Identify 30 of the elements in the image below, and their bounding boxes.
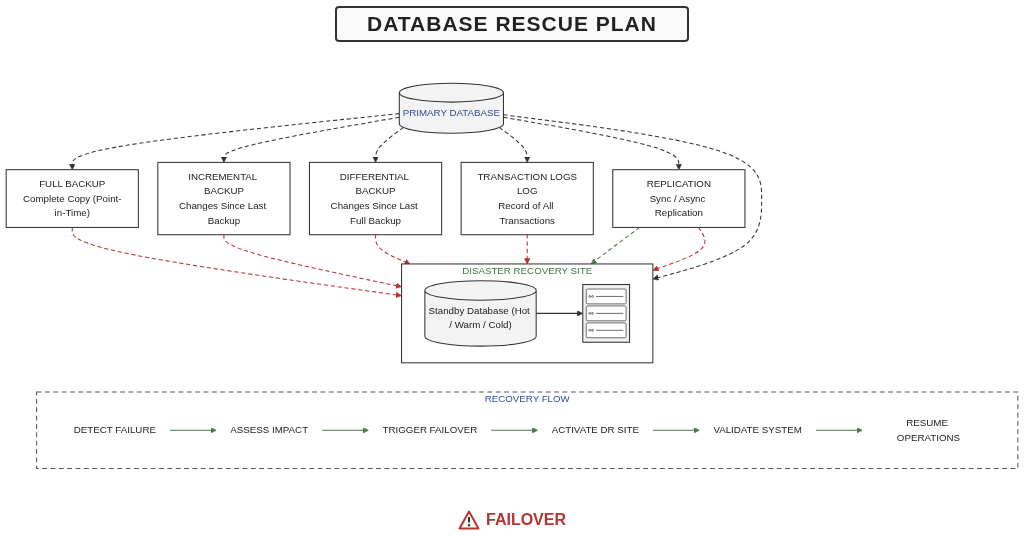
node-box: DIFFERENTIAL BACKUP Changes Since Last Full Backup xyxy=(308,162,443,236)
node-text: DETECT FAILURE xyxy=(73,424,156,436)
arrow xyxy=(375,234,411,265)
arrow xyxy=(220,116,400,163)
arrow xyxy=(490,427,539,434)
arrow xyxy=(71,227,402,299)
arrow xyxy=(652,227,706,272)
failover-label: FAILOVER xyxy=(486,511,566,529)
arrow xyxy=(502,114,763,281)
arrow xyxy=(502,116,682,171)
node-text: ACTIVATE DR SITE xyxy=(551,424,639,436)
arrow xyxy=(652,427,700,434)
arrow xyxy=(69,113,400,171)
node-box: INCREMENTAL BACKUP Changes Since Last Backup xyxy=(157,162,291,236)
node-text: RESUME OPERATIONS xyxy=(896,417,960,443)
arrow xyxy=(169,427,217,434)
arrow xyxy=(815,427,863,434)
node-box: FULL BACKUP Complete Copy (Point-in-Time) xyxy=(5,169,139,229)
arrow xyxy=(498,127,531,163)
node-box: REPLICATION Sync / Async Replication xyxy=(612,169,746,229)
arrow xyxy=(321,427,369,434)
title-banner: DATABASE RESCUE PLAN xyxy=(335,6,689,42)
node-box: TRANSACTION LOGS LOG Record of All Transactions xyxy=(460,162,594,236)
node-text: TRIGGER FAILOVER xyxy=(382,424,478,436)
node-text: VALIDATE SYSTEM xyxy=(713,424,802,436)
node-text: ASSESS IMPACT xyxy=(230,424,309,436)
arrow xyxy=(590,227,641,265)
arrow xyxy=(223,234,402,289)
arrow xyxy=(372,127,405,163)
arrow xyxy=(524,234,531,265)
